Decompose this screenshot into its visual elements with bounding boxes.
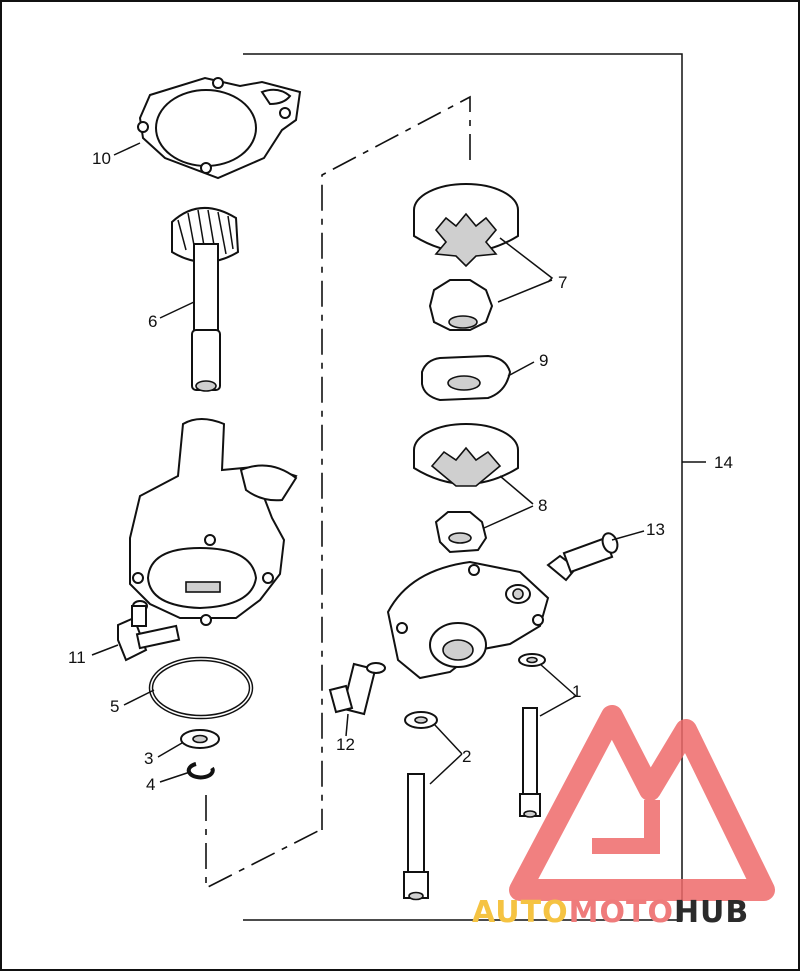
callout-6: 6	[148, 312, 157, 331]
alignment-lines	[205, 95, 471, 890]
bolt-long	[403, 711, 438, 901]
callout-2: 2	[462, 747, 471, 766]
watermark-moto: MOTO	[569, 895, 674, 930]
fitting-13	[546, 532, 619, 582]
callout-7: 7	[558, 273, 567, 292]
callout-12: 12	[336, 735, 355, 754]
pump-cover	[386, 560, 550, 680]
leader-lines	[91, 142, 645, 785]
separator-plate	[421, 354, 512, 402]
callout-4: 4	[146, 775, 155, 794]
outer-rotor-scavenge	[413, 423, 519, 487]
watermark-hub: HUB	[674, 895, 749, 930]
inner-rotor-scavenge	[434, 511, 488, 554]
inner-rotor-feed	[428, 279, 494, 331]
callout-11: 11	[68, 648, 86, 667]
callout-5: 5	[110, 697, 119, 716]
callout-8: 8	[538, 496, 547, 515]
callout-9: 9	[539, 351, 548, 370]
callout-13: 13	[646, 520, 665, 539]
callout-14: 14	[714, 453, 733, 472]
callout-1: 1	[572, 682, 581, 701]
gear-shaft	[171, 206, 240, 392]
watermark-text: AUTOMOTOHUB	[472, 895, 749, 930]
gasket	[137, 76, 302, 180]
assembly-bracket	[243, 53, 706, 921]
bolt-short	[518, 653, 546, 818]
callout-10: 10	[92, 149, 111, 168]
outer-rotor-feed	[413, 183, 519, 268]
pump-housing	[129, 418, 298, 626]
watermark-auto: AUTO	[472, 895, 569, 930]
watermark-logo	[509, 705, 775, 901]
callout-3: 3	[144, 749, 153, 768]
elbow-fitting	[117, 600, 181, 662]
o-ring	[148, 656, 254, 720]
retaining-ring	[186, 762, 215, 780]
fitting-12	[328, 662, 386, 716]
washer	[180, 729, 220, 749]
